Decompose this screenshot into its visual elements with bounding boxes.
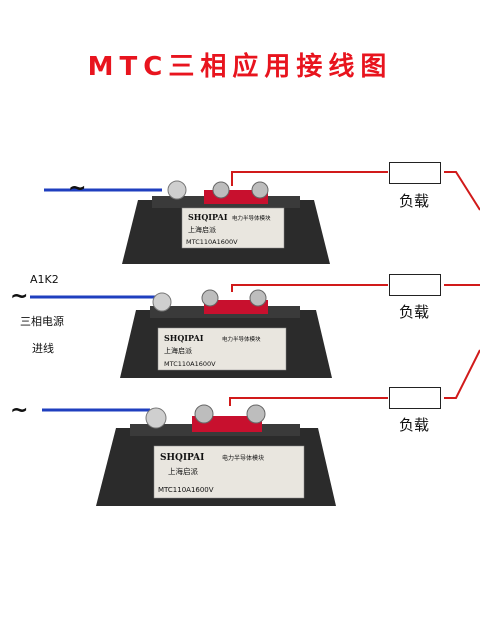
thyristor-module-1: SHQIPAI 上海启派 电力半导体模块 MTC110A1600V bbox=[120, 176, 332, 268]
module-brand-cn: 上海启派 bbox=[188, 225, 216, 234]
module-brand: SHQIPAI bbox=[164, 333, 204, 343]
load-box-3 bbox=[389, 387, 441, 409]
output-wire-1 bbox=[231, 171, 388, 186]
load-box-2 bbox=[389, 274, 441, 296]
output-wire-2 bbox=[231, 284, 388, 292]
module-desc: 电力半导体模块 bbox=[232, 214, 271, 222]
module-model: MTC110A1600V bbox=[186, 238, 238, 246]
module-model: MTC110A1600V bbox=[164, 360, 216, 368]
thyristor-module-2: SHQIPAI 上海启派 电力半导体模块 MTC110A1600V bbox=[118, 286, 334, 382]
ac-symbol-2: ~ bbox=[10, 284, 29, 309]
page-title: MTC三相应用接线图 bbox=[87, 52, 393, 82]
ac-symbol-1: ~ bbox=[68, 176, 87, 201]
terminal-label-a1k2: A1K2 bbox=[30, 273, 59, 286]
module-brand-cn: 上海启派 bbox=[168, 466, 198, 476]
power-source-label: 三相电源 bbox=[20, 315, 64, 328]
load-box-1 bbox=[389, 162, 441, 184]
module-desc: 电力半导体模块 bbox=[222, 454, 264, 462]
load-return-wire-3 bbox=[444, 349, 480, 399]
output-wire-3 bbox=[229, 397, 388, 406]
incoming-line-label: 进线 bbox=[32, 342, 54, 355]
load-label-3: 负载 bbox=[399, 416, 430, 434]
module-brand: SHQIPAI bbox=[188, 212, 228, 222]
load-label-1: 负载 bbox=[399, 192, 430, 210]
ac-symbol-3: ~ bbox=[10, 398, 29, 423]
load-return-wire-1 bbox=[444, 171, 480, 211]
load-label-2: 负载 bbox=[399, 303, 430, 321]
module-desc: 电力半导体模块 bbox=[222, 335, 261, 343]
module-model: MTC110A1600V bbox=[158, 486, 214, 494]
thyristor-module-3: SHQIPAI 上海启派 电力半导体模块 MTC110A1600V bbox=[92, 398, 340, 510]
module-brand-cn: 上海启派 bbox=[164, 346, 192, 355]
module-brand: SHQIPAI bbox=[160, 453, 204, 463]
